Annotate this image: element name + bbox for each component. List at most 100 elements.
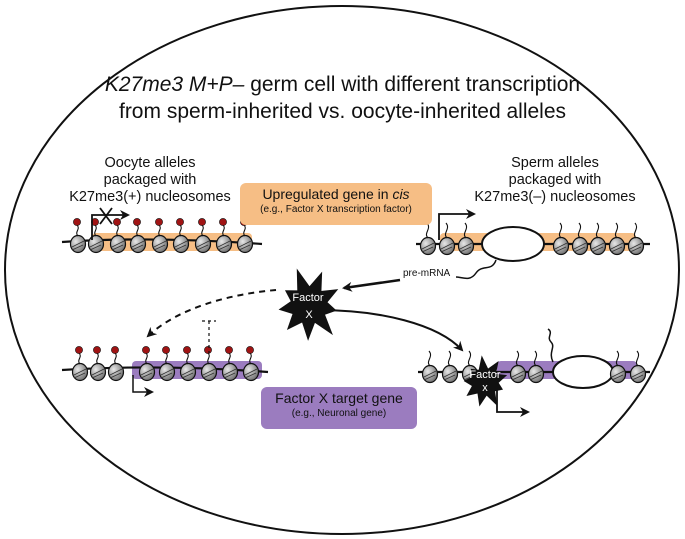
histone-tail <box>94 224 97 237</box>
oocyte-nucleosome <box>194 218 212 254</box>
oocyte-nucleosome <box>151 218 169 254</box>
nucleosome-stripe <box>554 242 568 253</box>
k27me3-mark <box>133 218 141 226</box>
sperm-label-line-2: packaged with <box>508 172 602 188</box>
histone-tail <box>427 350 432 367</box>
nucleosome-stripe <box>573 242 587 253</box>
nucleosome-stripe <box>160 368 174 379</box>
target-silent-nucleosome <box>200 346 218 382</box>
blocked-inhibition-line <box>202 320 216 353</box>
title-italic: K27me3 M+P– <box>104 73 245 96</box>
nucleosome-stripe <box>511 370 525 381</box>
blocked-tss-cross <box>99 207 113 225</box>
nucleosome-stripe <box>529 370 543 381</box>
sperm-nucleosome <box>571 222 589 256</box>
oocyte-nucleosome <box>215 218 233 254</box>
nucleosome-stripe <box>73 368 87 379</box>
histone-tail <box>533 350 538 367</box>
sperm-nucleosome <box>608 222 626 256</box>
k27me3-mark <box>162 346 170 354</box>
oocyte-label-line-2: packaged with <box>103 172 197 188</box>
nucleosome-stripe <box>181 368 195 379</box>
nucleosome-layer <box>69 218 647 384</box>
k27me3-mark <box>155 218 163 226</box>
sperm-nucleosome <box>457 222 475 256</box>
upregulated-gene-title-plain: Upregulated gene in <box>262 186 393 202</box>
blocked-tss-arrow <box>91 210 130 240</box>
histone-tail <box>243 224 246 237</box>
active-target-tss-arrow <box>496 382 530 417</box>
nucleosome-stripe <box>153 240 167 251</box>
nucleosome-stripe <box>71 240 85 251</box>
nucleosome-stripe <box>459 242 473 253</box>
histone-tail <box>96 352 99 365</box>
histone-tail <box>595 222 600 239</box>
target-active-nucleosome <box>421 350 439 384</box>
title-line-1-rest: germ cell with different transcription <box>244 73 581 96</box>
target-active-nucleosome <box>629 350 647 384</box>
upregulated-gene-title: Upregulated gene in cis <box>240 186 432 203</box>
target-gene-box: Factor X target gene (e.g., Neuronal gen… <box>261 387 417 429</box>
translation-arrow <box>342 278 401 292</box>
nucleosome-stripe <box>140 368 154 379</box>
nucleosome-stripe <box>217 240 231 251</box>
histone-tail <box>207 352 210 365</box>
pre-mrna-label: pre-mRNA <box>403 268 451 279</box>
nucleosome-stripe <box>238 240 252 251</box>
upregulated-gene-box: Upregulated gene in cis (e.g., Factor X … <box>240 183 432 225</box>
histone-tail <box>165 352 168 365</box>
oocyte-nucleosome <box>109 218 127 254</box>
nucleosome-stripe <box>591 242 605 253</box>
nucleosome-stripe <box>91 368 105 379</box>
target-active-nucleosome <box>609 350 627 384</box>
histone-tail <box>633 222 638 239</box>
histone-tail <box>615 350 620 367</box>
histone-tail <box>114 352 117 365</box>
target-active-nucleosome <box>441 350 459 384</box>
pre-mrna-strand <box>455 259 497 280</box>
factor-x-center-label-1: Factor <box>292 292 324 304</box>
oocyte-label-line-3: K27me3(+) nucleosomes <box>69 189 231 205</box>
factor-x-bound-star: Factor x <box>463 355 508 407</box>
k27me3-mark <box>93 346 101 354</box>
repressed-activation-dashed-arrow <box>146 289 277 338</box>
histone-tail <box>467 350 472 367</box>
k27me3-mark <box>219 218 227 226</box>
histone-tail <box>186 352 189 365</box>
factor-x-bound-label-1: Factor <box>469 369 501 381</box>
histone-tail <box>228 352 231 365</box>
silent-target-tss-arrow <box>132 375 154 397</box>
histone-tail <box>179 224 182 237</box>
histone-tail <box>463 222 468 239</box>
k27me3-mark <box>75 346 83 354</box>
k27me3-mark <box>246 346 254 354</box>
factor-x-bound-label-2: x <box>482 382 488 394</box>
cell-outline <box>4 5 680 535</box>
k27me3-mark <box>142 346 150 354</box>
title-line-1: K27me3 M+P– germ cell with different tra… <box>0 72 685 97</box>
target-gene-subtitle: (e.g., Neuronal gene) <box>291 408 387 419</box>
histone-tail <box>78 352 81 365</box>
nucleosome-stripe <box>174 240 188 251</box>
target-silent-nucleosome <box>89 346 107 382</box>
oocyte-nucleosome <box>172 218 190 254</box>
sperm-polymerase <box>481 226 545 262</box>
histone-tail <box>515 350 520 367</box>
k27me3-mark <box>73 218 81 226</box>
k27me3-mark <box>113 218 121 226</box>
sperm-nucleosome <box>438 222 456 256</box>
nucleosome-stripe <box>196 240 210 251</box>
k27me3-mark <box>176 218 184 226</box>
histone-tail <box>76 224 79 237</box>
target-silent-nucleosome <box>71 346 89 382</box>
target-silent-nucleosome <box>221 346 239 382</box>
nucleosome-stripe <box>443 370 457 381</box>
k27me3-mark <box>183 346 191 354</box>
nucleosome-stripe <box>244 368 258 379</box>
active-tss-arrow <box>438 209 476 240</box>
histone-tail <box>444 222 449 239</box>
factor-x-center-star: Factor X <box>278 268 339 341</box>
histone-tail <box>249 352 252 365</box>
nucleosome-stripe <box>223 368 237 379</box>
nucleosome-stripe <box>423 370 437 381</box>
